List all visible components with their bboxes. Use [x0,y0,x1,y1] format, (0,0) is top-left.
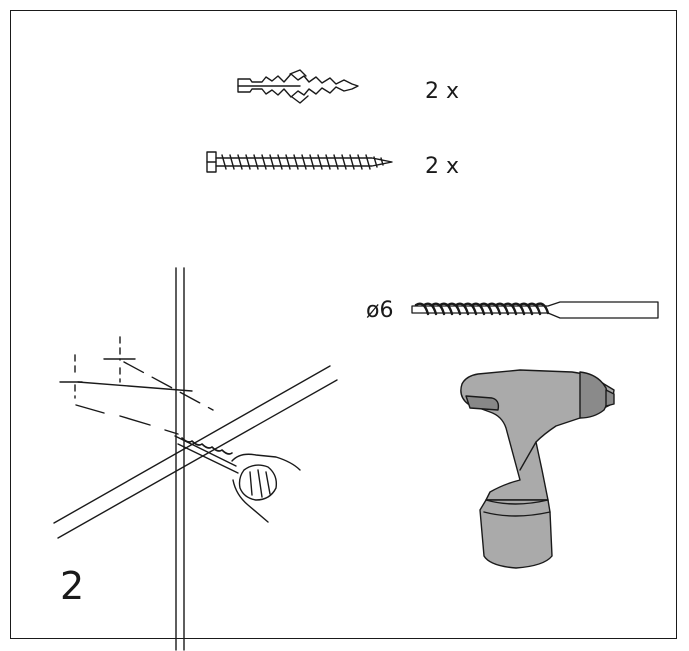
wall-drilling-scene [53,267,338,651]
wall-plug-icon [237,69,359,104]
drill-bit-diameter: ø6 [366,298,394,323]
wall-plug-quantity: 2 x [425,79,460,104]
screw-quantity: 2 x [425,154,460,179]
drill-bit-icon [411,301,659,319]
screw-icon [206,151,393,173]
instruction-frame [10,10,677,639]
power-drill-icon [460,369,615,569]
step-number: 2 [60,564,85,608]
